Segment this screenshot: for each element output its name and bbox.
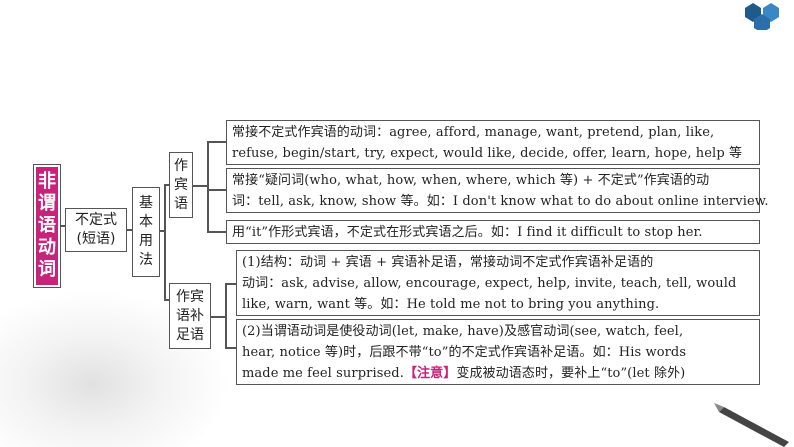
text-line: (1)结构：动词 + 宾语 + 宾语补足语，常接动词不定式作宾语补足语的 — [242, 255, 654, 270]
title-non-finite-verbs: 非 谓 语 动 词 — [36, 167, 58, 285]
connector — [160, 230, 164, 232]
complement-item-causative: (2)当谓语动词是使役动词(let, make, have)及感官动词(see,… — [236, 319, 760, 385]
node-basic-usage-char: 用 — [139, 233, 153, 249]
node-basic-usage-char: 本 — [139, 214, 153, 230]
text-line: hear, notice 等)时，后跟不带“to”的不定式作宾语补足语。如：Hi… — [242, 345, 687, 360]
text-segment: 变成被动语态时，要补上“to”(let 除外) — [456, 366, 686, 381]
note-label: 【注意】 — [403, 366, 457, 381]
text-line: 用“it”作形式宾语，不定式在形式宾语之后。如：I find it diffic… — [232, 225, 703, 240]
text-line: refuse, begin/start, try, expect, would … — [232, 146, 743, 161]
connector — [211, 316, 225, 318]
bracket — [164, 184, 166, 299]
node-complement-line: 语补 — [176, 307, 204, 324]
title-char: 词 — [38, 259, 56, 280]
connector — [127, 229, 132, 231]
text-line: made me feel surprised.【注意】变成被动语态时，要补上“t… — [242, 363, 754, 384]
object-item-verbs: 常接不定式作宾语的动词：agree, afford, manage, want,… — [226, 120, 760, 165]
hexagon-decoration — [745, 3, 779, 30]
connector — [225, 283, 236, 285]
title-box: 非 谓 语 动 词 — [33, 164, 61, 288]
bracket — [225, 283, 227, 348]
connector — [207, 189, 226, 191]
node-basic-usage-char: 法 — [139, 252, 153, 268]
text-line: 词：tell, ask, know, show 等。如：I don't know… — [232, 194, 769, 209]
text-line: 常接“疑问词(who, what, how, when, where, whic… — [232, 173, 710, 188]
node-complement-line: 作宾 — [176, 288, 204, 305]
object-item-question-words: 常接“疑问词(who, what, how, when, where, whic… — [226, 168, 769, 213]
object-item-formal-object: 用“it”作形式宾语，不定式在形式宾语之后。如：I find it diffic… — [226, 220, 760, 244]
text-line: like, warn, want 等。如：He told me not to b… — [242, 297, 660, 312]
text-line: 常接不定式作宾语的动词：agree, afford, manage, want,… — [232, 125, 715, 140]
node-infinitive-line: (短语) — [76, 231, 116, 247]
complement-item-structure: (1)结构：动词 + 宾语 + 宾语补足语，常接动词不定式作宾语补足语的 动词：… — [236, 250, 760, 316]
title-char: 谓 — [38, 193, 56, 214]
node-basic-usage: 基 本 用 法 — [132, 187, 160, 277]
text-line: (2)当谓语动词是使役动词(let, make, have)及感官动词(see,… — [242, 324, 684, 339]
title-char: 语 — [38, 215, 56, 236]
node-infinitive-line: 不定式 — [75, 212, 117, 228]
pen-decoration — [714, 403, 789, 447]
connector — [193, 185, 207, 187]
connector — [164, 299, 169, 301]
node-object-char: 宾 — [174, 176, 188, 193]
connector — [207, 231, 226, 233]
title-char: 动 — [38, 237, 56, 258]
text-segment: made me feel surprised. — [242, 366, 404, 381]
text-line: 动词：ask, advise, allow, encourage, expect… — [242, 276, 737, 291]
node-object-complement: 作宾 语补 足语 — [169, 283, 211, 349]
node-object-char: 作 — [174, 157, 188, 174]
node-infinitive: 不定式 (短语) — [65, 208, 127, 252]
node-basic-usage-char: 基 — [139, 195, 153, 211]
connector — [225, 347, 236, 349]
connector — [61, 225, 65, 227]
node-object: 作 宾 语 — [169, 152, 193, 218]
connector — [164, 184, 169, 186]
bracket — [207, 141, 209, 232]
node-complement-line: 足语 — [176, 326, 204, 343]
node-object-char: 语 — [174, 195, 188, 212]
connector — [207, 141, 226, 143]
title-char: 非 — [38, 171, 56, 192]
